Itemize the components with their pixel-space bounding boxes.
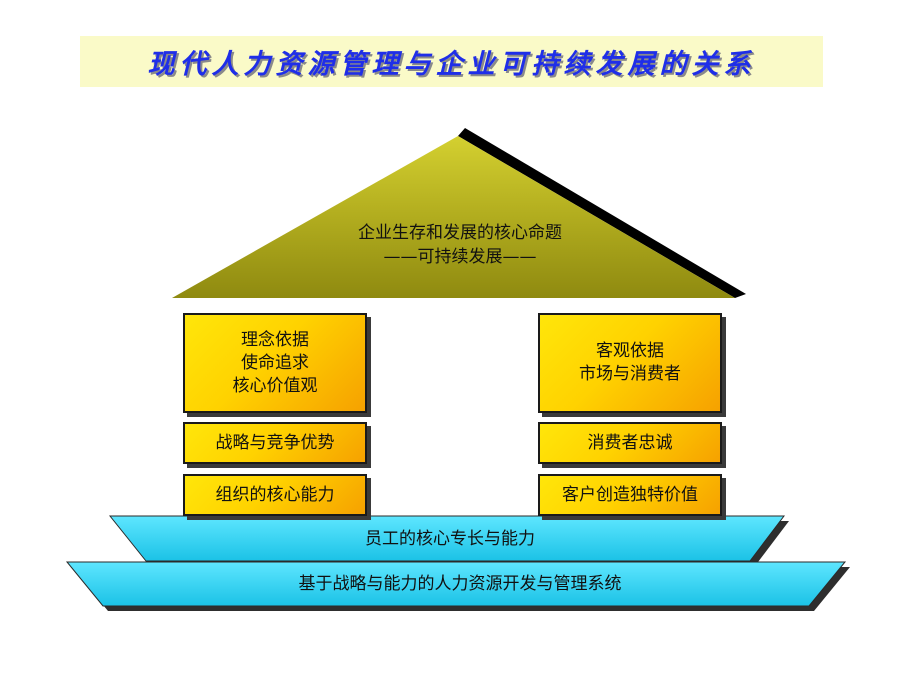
right-bottom-label: 客户创造独特价值 [562,484,698,505]
right-pillar-bottom-box: 客户创造独特价值 [538,474,722,516]
left-top-line-2: 使命追求 [241,352,309,373]
right-top-line-2: 市场与消费者 [579,364,681,384]
right-middle-label: 消费者忠诚 [587,432,673,453]
roof-shadow [458,128,746,298]
right-pillar-top-box: 客观依据 市场与消费者 [538,313,722,413]
base-lower [65,561,847,607]
left-pillar-top-box: 理念依据 使命追求 核心价值观 [183,313,367,413]
roof-line-2: ——可持续发展—— [383,247,537,267]
title-banner: 现代人力资源管理与企业可持续发展的关系 [80,36,823,87]
left-top-line-3: 核心价值观 [232,375,318,396]
roof-line-1: 企业生存和发展的核心命题 [358,223,562,243]
page-title: 现代人力资源管理与企业可持续发展的关系 [147,49,756,80]
left-bottom-label: 组织的核心能力 [215,484,335,505]
roof [172,136,735,298]
left-pillar-bottom-box: 组织的核心能力 [183,474,367,516]
left-middle-label: 战略与竞争优势 [215,432,335,453]
roof-label: 企业生存和发展的核心命题 ——可持续发展—— [300,221,620,269]
right-pillar-middle-box: 消费者忠诚 [538,422,722,464]
base-lower-label: 基于战略与能力的人力资源开发与管理系统 [298,574,622,594]
base-upper [108,515,786,562]
right-top-line-1: 客观依据 [596,341,664,361]
left-top-line-1: 理念依据 [241,329,309,350]
left-pillar-middle-box: 战略与竞争优势 [183,422,367,464]
base-upper-label: 员工的核心专长与能力 [365,529,535,549]
